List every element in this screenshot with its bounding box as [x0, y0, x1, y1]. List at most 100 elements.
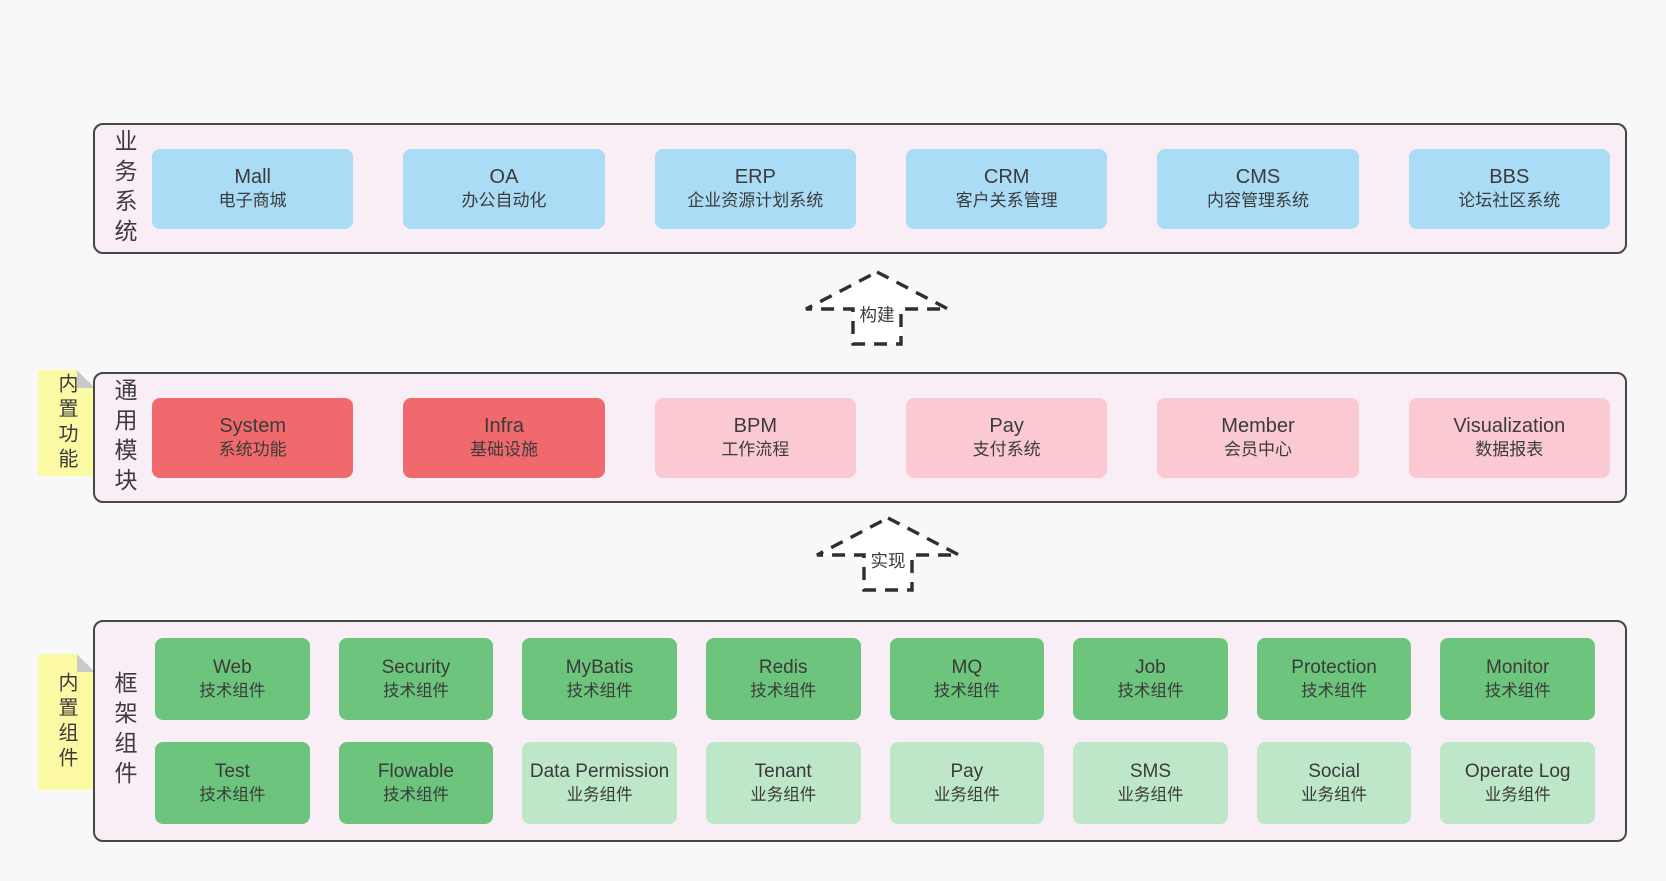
module-box-protection: Protection 技术组件	[1256, 638, 1412, 720]
module-box-subtitle: 技术组件	[933, 681, 1000, 700]
module-box-subtitle: 客户关系管理	[955, 191, 1058, 211]
band-framework-components: 框架组件 Web 技术组件 Security 技术组件 MyBatis 技术组件 Redis…	[93, 620, 1627, 842]
module-box-mybatis: MyBatis 技术组件	[522, 638, 677, 720]
module-box-tenant: Tenant 业务组件	[705, 742, 861, 824]
module-box-title: Member	[1221, 415, 1295, 438]
module-box-subtitle: 基础设施	[469, 440, 538, 460]
module-box-subtitle: 业务组件	[1301, 785, 1368, 804]
implement-arrow: 实现	[813, 514, 963, 594]
sticky-note-builtin-components: 内置组件	[38, 654, 95, 790]
band-label-common-modules: 通用模块	[111, 377, 137, 498]
module-box-title: BPM	[733, 415, 777, 438]
module-box-title: SMS	[1129, 760, 1172, 782]
module-box-title: MyBatis	[565, 656, 634, 678]
module-box-subtitle: 技术组件	[1117, 681, 1184, 700]
module-box-subtitle: 技术组件	[566, 681, 633, 700]
module-box-title: BBS	[1489, 166, 1530, 189]
module-box-title: Tenant	[754, 760, 812, 782]
module-box-operate-log: Operate Log 业务组件	[1440, 742, 1595, 824]
module-box-title: Protection	[1291, 656, 1377, 678]
module-box-title: CRM	[983, 166, 1030, 189]
module-box-title: Test	[214, 760, 250, 782]
module-box-title: Pay	[950, 760, 984, 782]
build-arrow: 构建	[802, 268, 952, 348]
module-box-subtitle: 技术组件	[199, 785, 266, 804]
implement-arrow-label: 实现	[870, 551, 906, 571]
sticky-note-text: 内置功能	[55, 373, 77, 473]
module-box-subtitle: 技术组件	[382, 681, 449, 700]
module-box-security: Security 技术组件	[338, 638, 494, 720]
sticky-note-text: 内置组件	[55, 672, 77, 772]
module-box-subtitle: 业务组件	[750, 785, 817, 804]
module-box-title: Visualization	[1453, 415, 1566, 438]
module-box-subtitle: 论坛社区系统	[1458, 191, 1561, 211]
module-box-title: Monitor	[1486, 656, 1550, 678]
module-box-job: Job 技术组件	[1073, 638, 1228, 720]
module-box-monitor: Monitor 技术组件	[1440, 638, 1595, 720]
module-box-web: Web 技术组件	[155, 638, 310, 720]
dashed-up-arrow-icon	[816, 516, 960, 592]
module-box-title: ERP	[734, 166, 776, 189]
module-box-sms: SMS 业务组件	[1073, 742, 1228, 824]
module-box-subtitle: 办公自动化	[461, 191, 547, 211]
module-box-title: OA	[489, 166, 519, 189]
band-label-framework-components: 框架组件	[111, 671, 137, 791]
module-box-title: Operate Log	[1464, 760, 1571, 782]
module-box-title: MQ	[951, 656, 983, 678]
module-box-subtitle: 电子商城	[218, 191, 287, 211]
module-box-title: CMS	[1235, 166, 1281, 189]
dashed-up-arrow-icon	[805, 270, 949, 346]
module-box-title: Web	[212, 656, 252, 678]
module-box-subtitle: 支付系统	[972, 440, 1041, 460]
sticky-fold-icon	[77, 654, 95, 672]
module-box-subtitle: 企业资源计划系统	[687, 191, 824, 211]
module-box-title: Job	[1135, 656, 1166, 678]
module-box-title: Redis	[758, 656, 808, 678]
module-box-title: System	[219, 415, 286, 438]
module-box-subtitle: 业务组件	[1117, 785, 1184, 804]
band-label-business-systems: 业务系统	[111, 128, 137, 249]
module-box-subtitle: 技术组件	[1484, 681, 1551, 700]
sticky-note-builtin-features: 内置功能	[38, 370, 95, 476]
module-box-subtitle: 会员中心	[1223, 440, 1292, 460]
module-box-title: Mall	[234, 166, 271, 189]
module-box-subtitle: 业务组件	[933, 785, 1000, 804]
build-arrow-label: 构建	[859, 305, 895, 325]
module-box-social: Social 业务组件	[1256, 742, 1412, 824]
module-box-test: Test 技术组件	[155, 742, 310, 824]
module-box-title: Social	[1308, 760, 1360, 782]
module-box-title: Security	[381, 656, 451, 678]
module-box-pay: Pay 业务组件	[889, 742, 1045, 824]
module-box-title: Data Permission	[529, 760, 670, 782]
module-box-subtitle: 技术组件	[199, 681, 266, 700]
module-box-subtitle: 业务组件	[1484, 785, 1551, 804]
module-box-subtitle: 系统功能	[218, 440, 287, 460]
module-box-subtitle: 数据报表	[1475, 440, 1544, 460]
module-box-subtitle: 内容管理系统	[1206, 191, 1309, 211]
module-box-title: Flowable	[377, 760, 454, 782]
module-box-subtitle: 技术组件	[1301, 681, 1368, 700]
module-box-title: Infra	[483, 415, 524, 438]
